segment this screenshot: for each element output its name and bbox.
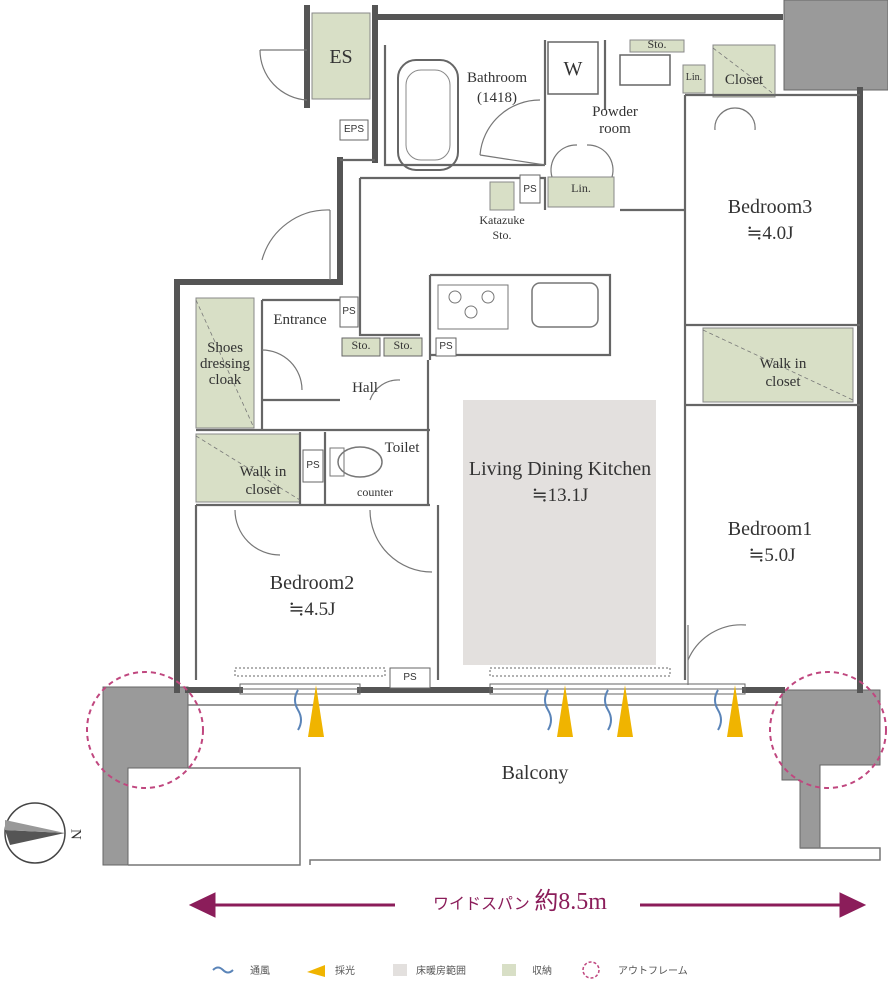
- kitchen-sink: [531, 282, 599, 328]
- span-arrow: [188, 892, 867, 918]
- legend-ventilation: 通風: [250, 966, 270, 977]
- bathroom-label: Bathroom: [467, 70, 527, 86]
- toilet-label: Toilet: [384, 440, 420, 456]
- balcony-label: Balcony: [501, 762, 569, 784]
- walkin-label-left: Walk in: [239, 464, 287, 480]
- hall-label: Hall: [352, 380, 378, 396]
- legend-outframe: アウトフレーム: [618, 966, 688, 977]
- shoes-label-2: dressing: [200, 356, 250, 372]
- katazuke-label-2: Sto.: [492, 228, 512, 242]
- bedroom3-area: ≒4.0J: [746, 223, 794, 244]
- bedroom2-label: Bedroom2: [269, 572, 355, 594]
- walkin-label-right: Walk in: [759, 356, 807, 372]
- bedroom3-label: Bedroom3: [727, 196, 813, 218]
- ps-label-4: PS: [306, 460, 320, 471]
- washer-box: [547, 41, 599, 95]
- bedroom1-area: ≒5.0J: [748, 545, 796, 566]
- lin-label-top: Lin.: [685, 72, 703, 83]
- bathroom-size: (1418): [477, 90, 517, 106]
- bedroom1-label: Bedroom1: [727, 518, 813, 540]
- ps-label-5: PS: [403, 672, 417, 683]
- storage-areas: [195, 12, 854, 503]
- compass-north: N: [67, 828, 84, 840]
- ps-boxes: [302, 119, 541, 689]
- compass-icon: [4, 802, 66, 864]
- ldk-area: ≒13.1J: [531, 485, 589, 506]
- walkin-label-right-2: closet: [765, 374, 801, 390]
- sto-label-top: Sto.: [647, 37, 667, 51]
- legend-swatches: [212, 961, 600, 979]
- burners: [448, 290, 495, 319]
- toilet-bowl: [337, 446, 383, 478]
- columns: [102, 0, 888, 866]
- legend-floor-heating: 床暖房範囲: [416, 966, 466, 977]
- floor-heating-area: [463, 400, 656, 665]
- entrance-label: Entrance: [273, 312, 327, 328]
- katazuke-label: Katazuke: [479, 213, 525, 227]
- shoes-label: Shoes: [207, 340, 243, 356]
- legend-light: 採光: [335, 966, 355, 977]
- span-value: 約8.5m: [534, 889, 607, 915]
- storage-dashes: [195, 47, 854, 501]
- wind-marks: [294, 689, 722, 731]
- toilet-tank: [329, 447, 345, 477]
- balcony-outline: [128, 704, 881, 866]
- closet-label: Closet: [724, 72, 764, 88]
- door-swings: [234, 49, 756, 685]
- shoes-label-3: cloak: [208, 372, 242, 388]
- span-text: ワイドスパン: [433, 896, 530, 913]
- walkin-label-left-2: closet: [245, 482, 281, 498]
- bathtub-inner: [405, 69, 451, 161]
- ldk-label: Living Dining Kitchen: [468, 458, 652, 480]
- light-arrows: [308, 685, 743, 737]
- walls: [174, 5, 863, 693]
- powder-sink: [619, 54, 671, 86]
- es-label: ES: [329, 46, 353, 68]
- cooktop: [437, 284, 509, 330]
- ps-label-3: PS: [439, 341, 453, 352]
- ps-label-1: PS: [523, 184, 537, 195]
- partitions: [194, 40, 860, 680]
- counter-label: counter: [357, 485, 393, 499]
- outframe-markers: [86, 671, 887, 789]
- ps-label-2: PS: [342, 306, 356, 317]
- bedroom2-area: ≒4.5J: [288, 599, 336, 620]
- powder-label-2: room: [599, 121, 631, 137]
- powder-label: Powder: [592, 104, 638, 120]
- lin-label: Lin.: [571, 181, 591, 195]
- windows: [234, 667, 746, 695]
- sto-boxes: [341, 337, 423, 357]
- legend-storage: 収納: [532, 966, 552, 977]
- eps-label: EPS: [343, 124, 364, 135]
- bathtub: [397, 59, 459, 171]
- span-label: ワイドスパン 約8.5m: [400, 889, 640, 915]
- w-label: W: [563, 58, 583, 80]
- sto-label-2: Sto.: [393, 338, 413, 352]
- sto-label-1: Sto.: [351, 338, 371, 352]
